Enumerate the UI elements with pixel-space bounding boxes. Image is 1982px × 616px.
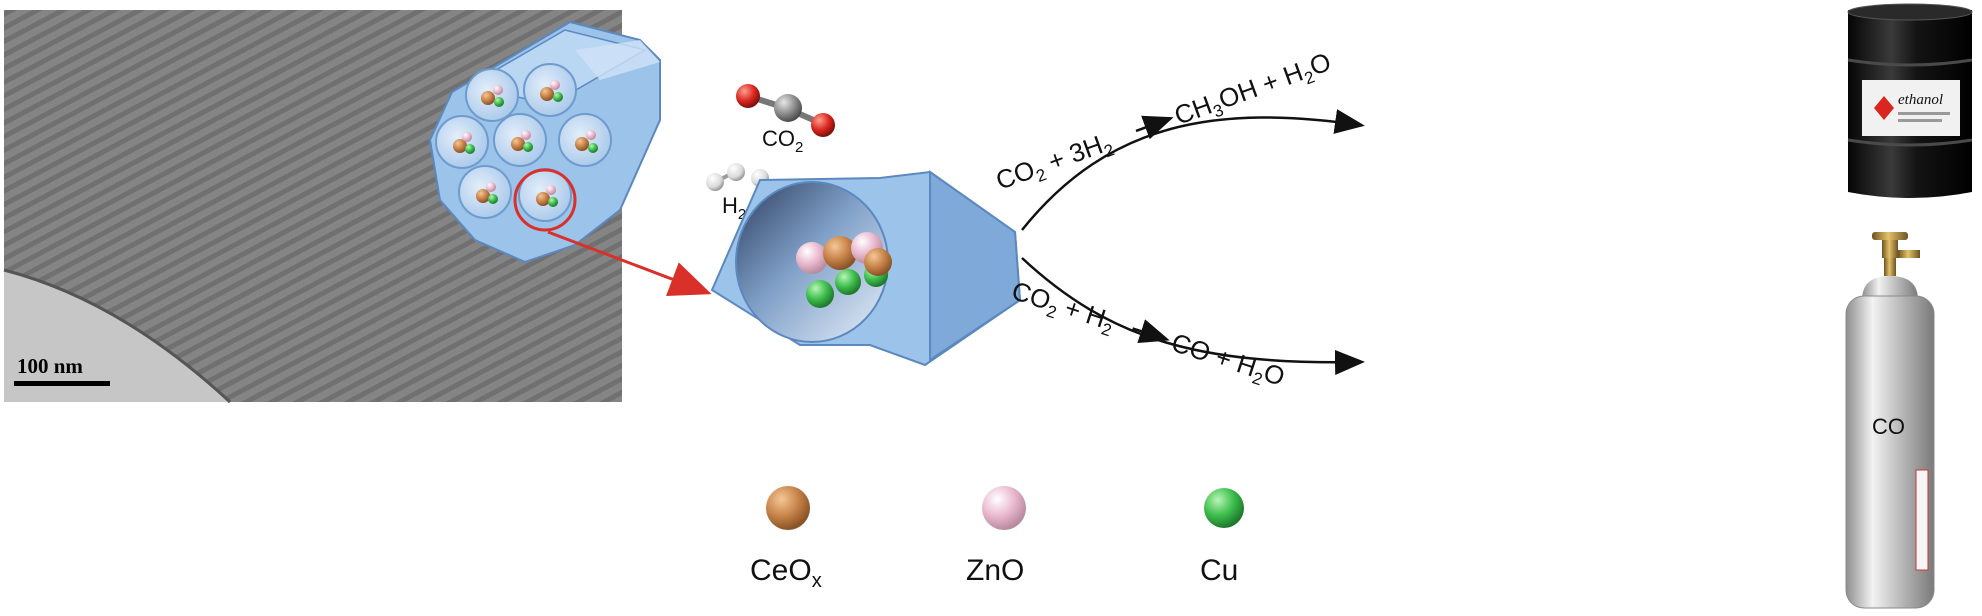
pore-openings bbox=[435, 63, 612, 222]
reaction-1-reactants: CO2 + 3H2 bbox=[992, 126, 1117, 199]
cylinder-warning-label bbox=[1915, 469, 1929, 571]
zno-swatch bbox=[982, 486, 1026, 530]
methanol-pathway-arrow bbox=[1021, 109, 1365, 231]
reaction-methanol: CO2 + 3H2 CH3OH + H2O bbox=[992, 46, 1336, 199]
barrel-label-text: ethanol bbox=[1898, 92, 1943, 108]
legend-label-cu: Cu bbox=[1200, 554, 1238, 587]
mesoporous-bundle bbox=[428, 20, 661, 264]
pore-3 bbox=[435, 115, 489, 169]
ceox-swatch bbox=[766, 486, 810, 530]
pore-6 bbox=[458, 165, 512, 219]
legend-item-ceox: CeOx bbox=[750, 486, 822, 592]
pore-4 bbox=[493, 113, 547, 167]
pore-1 bbox=[465, 68, 519, 122]
hazard-diamond-icon bbox=[1874, 96, 1894, 120]
hydrogen-atom bbox=[727, 163, 745, 181]
legend-label-ceox: CeOx bbox=[750, 554, 822, 592]
nanoparticle-cluster bbox=[796, 232, 892, 308]
co2-label: CO2 bbox=[762, 126, 803, 156]
scale-bar-label: 100 nm bbox=[17, 354, 83, 378]
pore-5 bbox=[558, 113, 612, 167]
cylinder-label: CO bbox=[1872, 414, 1905, 439]
carbon-atom bbox=[774, 94, 802, 122]
oxygen-atom-1 bbox=[736, 84, 760, 108]
co2-molecule bbox=[736, 84, 835, 137]
hydrogen-atom bbox=[706, 173, 724, 191]
reaction-2-reactants: CO2 + H2 bbox=[1007, 275, 1119, 340]
reaction-2-arrow bbox=[1132, 319, 1170, 344]
reaction-1-products: CH3OH + H2O bbox=[1170, 46, 1336, 134]
scale-bar bbox=[14, 381, 110, 386]
co-gas-cylinder: CO bbox=[1845, 232, 1935, 609]
h2-label: H2 bbox=[722, 193, 746, 223]
highlight-circle bbox=[513, 168, 577, 232]
cu-swatch bbox=[1204, 488, 1244, 528]
legend-item-cu: Cu bbox=[1200, 488, 1244, 587]
tem-support-edge bbox=[4, 270, 230, 402]
oxygen-atom-2 bbox=[811, 113, 835, 137]
zoom-arrow bbox=[547, 230, 712, 297]
reaction-1-arrow bbox=[1135, 115, 1174, 140]
methanol-barrel: ethanol bbox=[1847, 3, 1973, 198]
legend-label-zno: ZnO bbox=[966, 554, 1024, 587]
legend: CeOx ZnO Cu bbox=[750, 486, 1244, 592]
enlarged-pore bbox=[710, 170, 1022, 367]
legend-item-zno: ZnO bbox=[966, 486, 1026, 587]
pore-2 bbox=[523, 63, 577, 117]
reaction-2-products: CO + H2O bbox=[1167, 327, 1289, 396]
